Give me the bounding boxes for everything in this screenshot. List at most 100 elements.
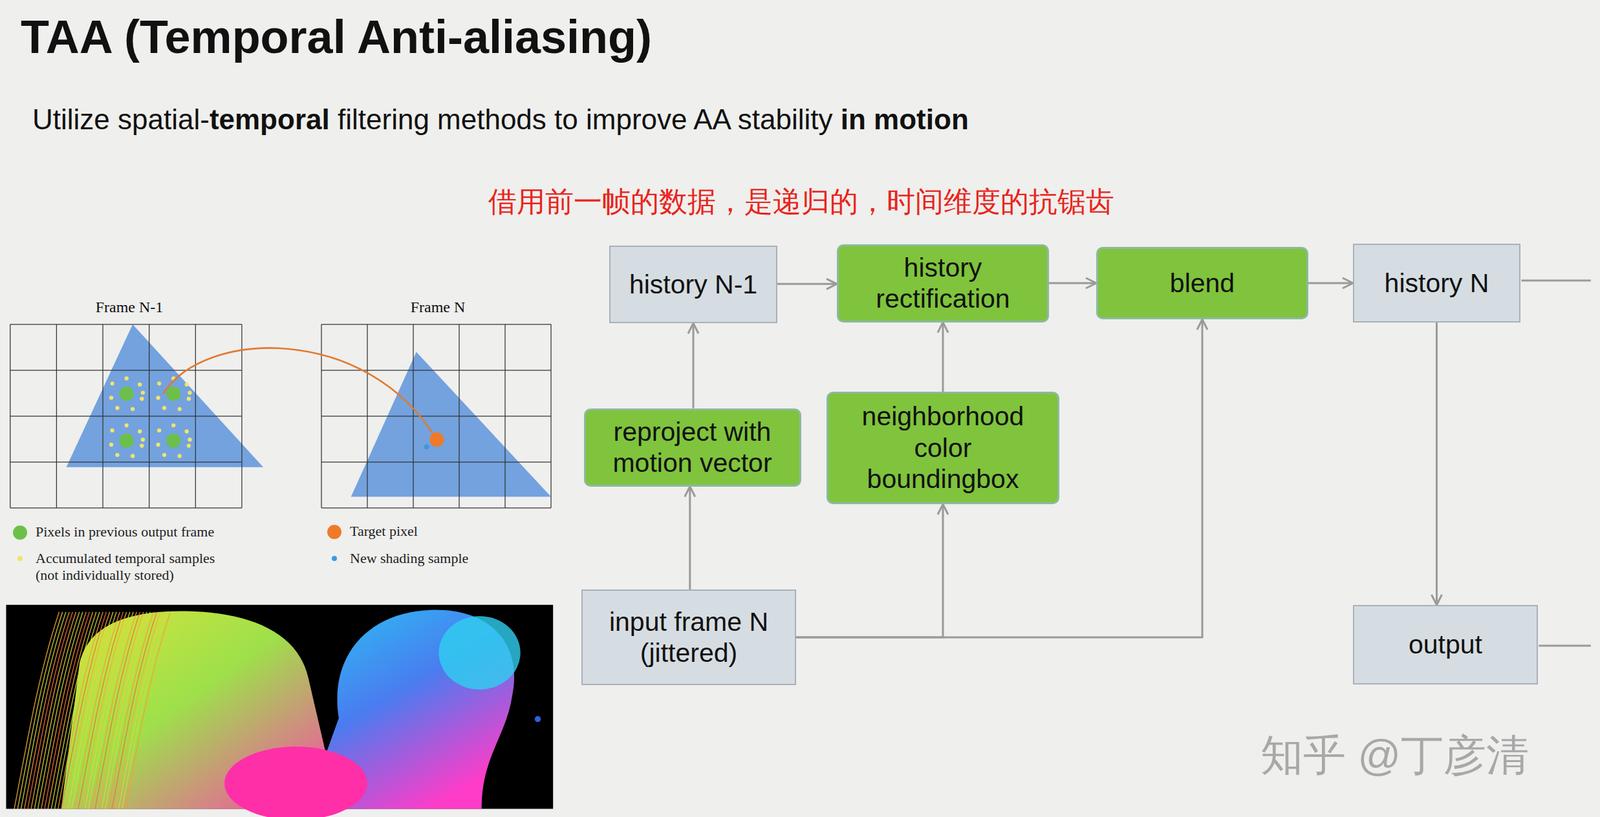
box-label: blend — [1169, 267, 1235, 299]
subtitle-part: in motion — [840, 103, 969, 136]
legend-swatch — [12, 525, 28, 541]
shading-sample — [424, 444, 430, 450]
target-pixel — [429, 432, 444, 447]
legend-text: Accumulated temporal samples (not indivi… — [35, 550, 230, 585]
temporal-sample — [139, 397, 144, 401]
grid-line — [321, 369, 552, 371]
temporal-sample — [130, 454, 135, 458]
legend-swatch — [331, 556, 337, 562]
triangle — [351, 351, 552, 497]
temporal-sample — [109, 395, 114, 400]
subtitle-row: Utilize spatial-temporalfiltering method… — [32, 103, 969, 136]
data-box: output — [1352, 605, 1538, 685]
motion-dot — [534, 716, 541, 723]
previous-pixel — [166, 386, 181, 401]
connector — [796, 504, 943, 638]
connector — [688, 486, 691, 591]
face-blob — [438, 616, 520, 691]
previous-pixel — [166, 433, 181, 449]
connector — [796, 319, 1203, 638]
watermark: 知乎 @丁彦清 — [1260, 726, 1529, 786]
temporal-sample — [155, 395, 160, 400]
motion-vector-image — [5, 605, 553, 817]
title: TAA (Temporal Anti-aliasing) — [20, 10, 652, 64]
temporal-sample — [177, 454, 182, 458]
hair-strands — [14, 612, 171, 810]
grid-line — [10, 369, 242, 371]
temporal-sample — [186, 397, 191, 401]
temporal-sample — [124, 423, 129, 428]
temporal-sample — [186, 443, 191, 448]
process-box: blend — [1096, 247, 1309, 320]
box-label: history N — [1384, 267, 1490, 299]
reprojection-curve — [162, 347, 437, 440]
box-label: input frame N (jittered) — [594, 606, 783, 670]
grid-line — [10, 324, 242, 325]
process-box: history rectification — [836, 244, 1049, 323]
temporal-sample — [130, 407, 135, 412]
frame-label: Frame N — [410, 298, 466, 317]
box-label: reproject with motion vector — [595, 416, 790, 480]
temporal-sample — [137, 382, 142, 387]
frame-grids — [10, 324, 552, 509]
triangle — [66, 324, 264, 468]
temporal-sample — [137, 429, 142, 434]
connector — [1048, 282, 1097, 285]
subtitle-part: temporal — [209, 103, 330, 136]
temporal-sample — [162, 453, 167, 458]
temporal-sample — [115, 453, 119, 458]
temporal-sample — [177, 407, 182, 412]
temporal-sample — [171, 423, 176, 428]
temporal-sample — [109, 443, 114, 447]
temporal-sample — [109, 428, 114, 433]
box-label: neighborhood color boundingbox — [845, 400, 1040, 495]
frame-label: Frame N-1 — [95, 298, 164, 317]
temporal-sample — [187, 437, 192, 442]
temporal-sample — [124, 376, 129, 381]
sample-dots — [109, 376, 193, 458]
connector — [1308, 282, 1353, 285]
legend-swatch — [327, 525, 342, 540]
grid-line — [321, 324, 552, 325]
note: 借用前一帧的数据，是递归的，时间维度的抗锯齿 — [488, 183, 1115, 222]
temporal-sample — [140, 437, 145, 442]
hair-strand — [125, 612, 171, 810]
box-label: history rectification — [849, 252, 1037, 315]
output-line — [1538, 644, 1591, 647]
grid-line — [321, 415, 552, 417]
previous-pixel — [119, 433, 134, 449]
subtitle-part: Utilize spatial- — [32, 103, 210, 136]
data-box: history N — [1352, 243, 1521, 323]
temporal-sample — [157, 381, 162, 386]
temporal-sample — [157, 428, 162, 433]
process-box: reproject with motion vector — [583, 408, 802, 487]
grid-line — [10, 507, 242, 509]
legend-swatch — [17, 556, 23, 562]
temporal-sample — [109, 381, 114, 386]
temporal-sample — [184, 429, 189, 434]
connector — [942, 322, 945, 393]
temporal-sample — [184, 382, 189, 387]
box-label: output — [1408, 629, 1483, 661]
grid-line — [10, 461, 242, 463]
data-box: input frame N (jittered) — [581, 589, 797, 686]
temporal-sample — [155, 443, 160, 447]
legend-text: Pixels in previous output frame — [35, 523, 215, 541]
temporal-sample — [115, 406, 119, 411]
subtitle-part: filtering methods to improve AA stabilit… — [337, 103, 833, 136]
process-box: neighborhood color boundingbox — [826, 391, 1060, 505]
legend-text: New shading sample — [349, 550, 469, 568]
legend-text: Target pixel — [349, 523, 418, 541]
temporal-sample — [162, 406, 167, 411]
neck-blob — [224, 746, 368, 817]
temporal-sample — [187, 390, 192, 395]
temporal-sample — [139, 443, 144, 448]
connector — [692, 323, 695, 409]
output-line — [1521, 279, 1591, 282]
grid-line — [10, 415, 242, 417]
grid-line — [321, 461, 552, 463]
previous-pixel — [119, 386, 134, 401]
data-box: history N-1 — [609, 245, 778, 324]
connector — [777, 283, 837, 286]
box-label: history N-1 — [629, 269, 758, 301]
